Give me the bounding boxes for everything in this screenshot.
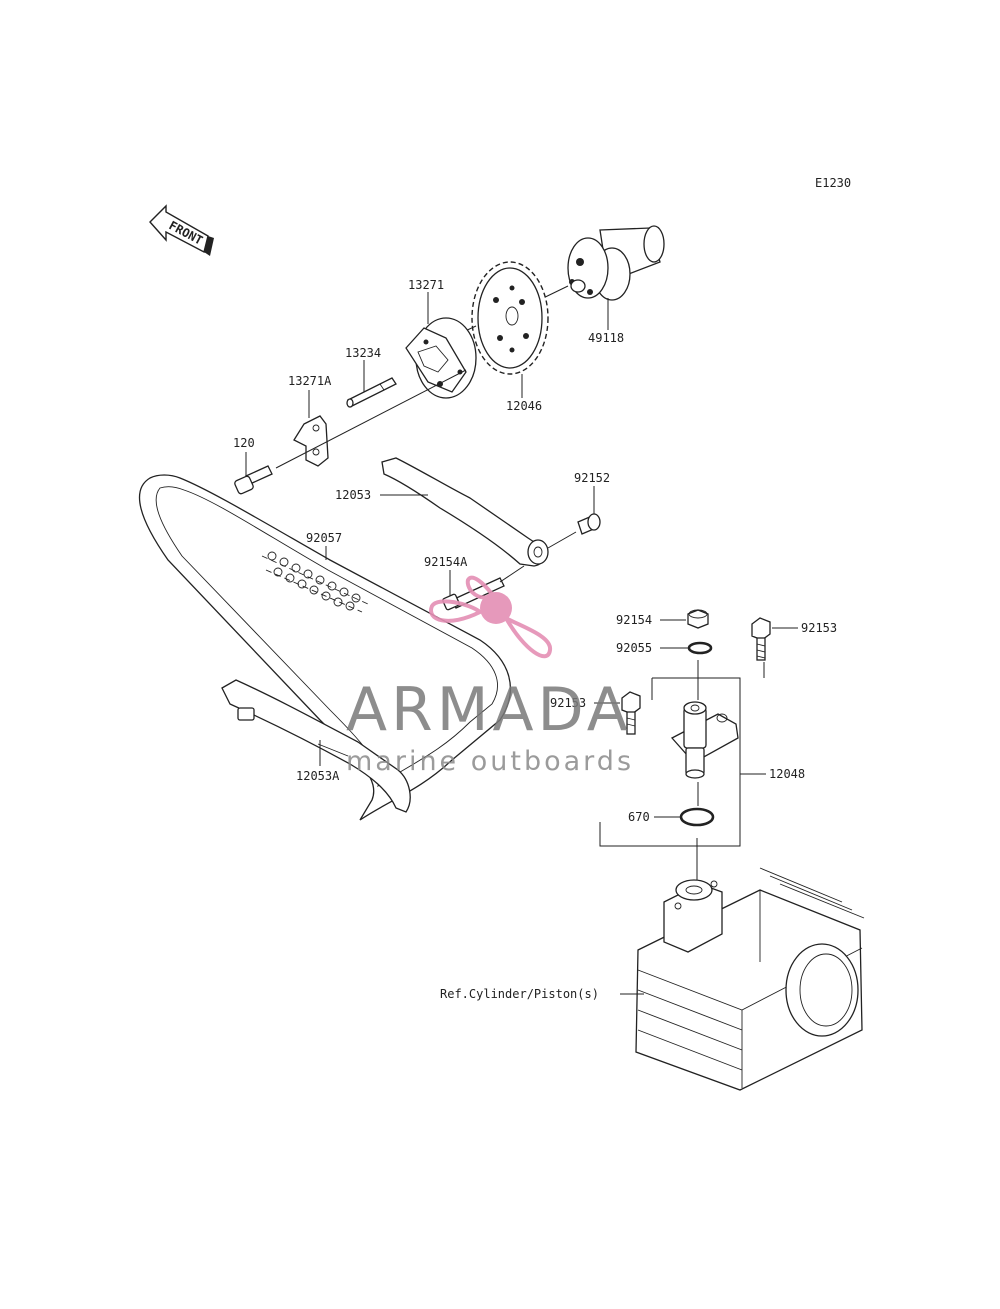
diagram-code: E1230 [815,176,851,190]
decompressor-weight [405,317,477,399]
label-670: 670 [628,810,650,824]
watermark-title: ARMADA [346,675,632,745]
oring-92055 [687,641,713,655]
label-92153-right: 92153 [801,621,837,635]
cam-sprocket [471,261,549,375]
tensioner-nut-92154 [687,609,709,629]
cam-chain [138,474,512,821]
label-92154: 92154 [616,613,652,627]
decompressor-pin [346,377,397,408]
label-92154A: 92154A [424,555,468,569]
label-12053: 12053 [335,488,371,502]
label-13271A: 13271A [288,374,332,388]
label-92057: 92057 [306,531,342,545]
label-92152: 92152 [574,471,610,485]
bolt-120 [234,465,273,495]
camshaft [567,225,665,301]
label-13271: 13271 [408,278,444,292]
label-12053A: 12053A [296,769,340,783]
chain-guide-12053A [221,679,411,813]
chain-tensioner-guide [381,457,549,567]
oring-670 [679,807,715,827]
label-49118: 49118 [588,331,624,345]
tensioner-body [670,701,739,779]
label-13234: 13234 [345,346,381,360]
label-120: 120 [233,436,255,450]
label-92153-left: 92153 [550,696,586,710]
front-arrow-icon: FRONT [149,204,214,256]
collar-92152 [577,513,601,535]
bolt-92153-left [621,691,641,735]
label-12046: 12046 [506,399,542,413]
armada-logo-icon [429,575,552,659]
label-ref-cylinder: Ref.Cylinder/Piston(s) [440,987,599,1001]
label-92055: 92055 [616,641,652,655]
watermark-subtitle: marine outboards [346,746,634,777]
bolt-92153-right [751,617,771,661]
decompressor-plate [293,415,329,467]
cylinder-block [635,867,865,1091]
label-12048: 12048 [769,767,805,781]
